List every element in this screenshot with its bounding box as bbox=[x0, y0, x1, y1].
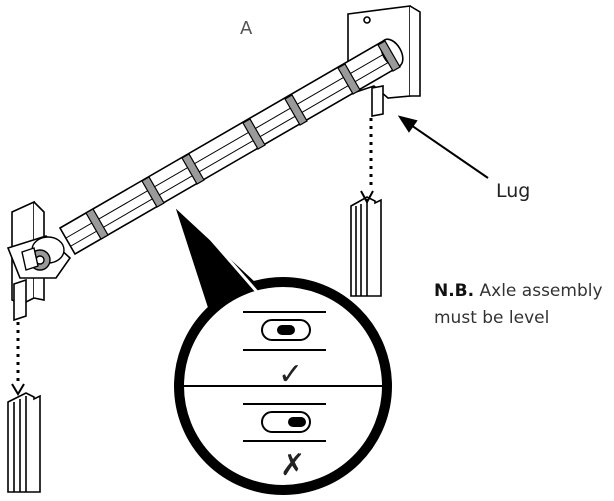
lug-label: Lug bbox=[496, 180, 531, 202]
note-text: Axle assembly bbox=[479, 281, 603, 301]
level-bubble-off-center bbox=[288, 417, 306, 427]
drive-head bbox=[21, 236, 65, 271]
check-mark-icon: ✓ bbox=[278, 357, 304, 392]
level-correct bbox=[243, 311, 326, 351]
axle-rings bbox=[85, 40, 401, 240]
right-channel bbox=[350, 196, 382, 297]
note-line-1: N.B. Axle assembly bbox=[434, 278, 603, 305]
note-prefix: N.B. bbox=[434, 281, 475, 301]
level-incorrect bbox=[243, 403, 326, 442]
left-channel bbox=[7, 392, 41, 493]
note-line-2: must be level bbox=[434, 308, 550, 328]
view-label: A bbox=[240, 18, 253, 39]
level-note: N.B. Axle assembly must be level bbox=[434, 278, 603, 332]
level-bubble-centered bbox=[277, 325, 295, 335]
lug-pointer-arrow bbox=[397, 115, 489, 179]
level-check-callout bbox=[174, 208, 392, 495]
cross-mark-icon: ✗ bbox=[280, 448, 306, 483]
